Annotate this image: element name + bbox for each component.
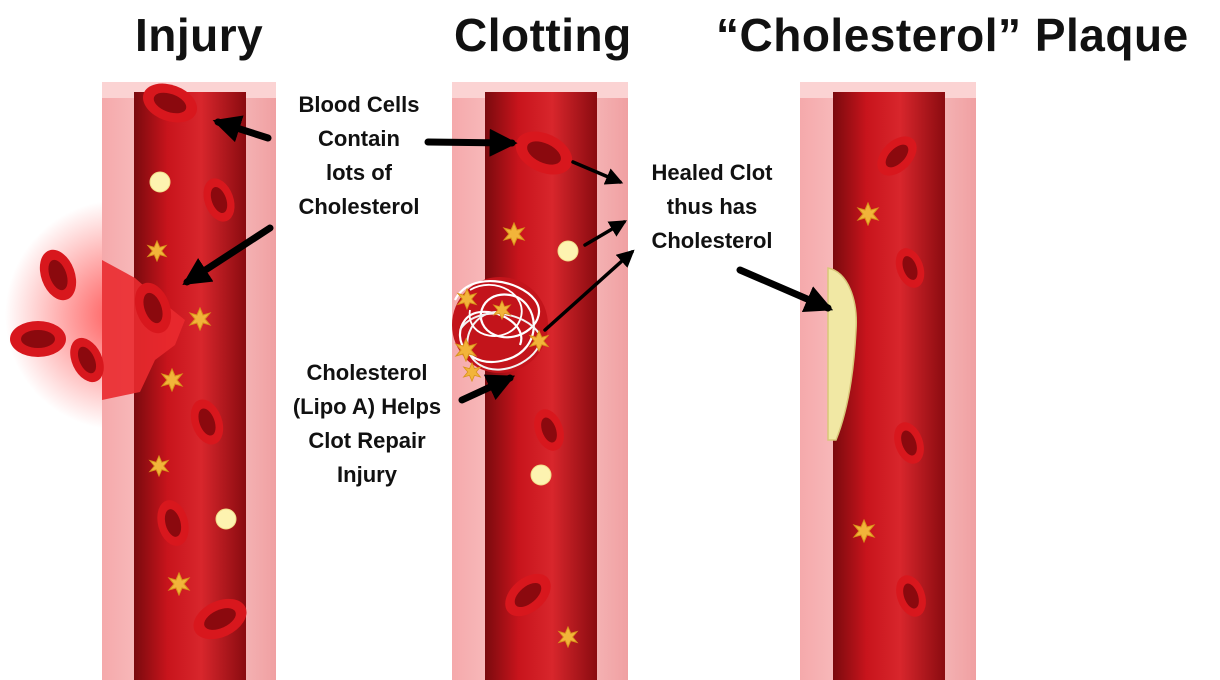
label-line: thus has — [622, 190, 802, 224]
title-injury: Injury — [135, 8, 263, 62]
label-line: Blood Cells — [274, 88, 444, 122]
label-line: Healed Clot — [622, 156, 802, 190]
title-plaque: “Cholesterol” Plaque — [716, 8, 1189, 62]
cholesterol-particle — [531, 465, 551, 485]
cholesterol-particle — [150, 172, 170, 192]
vessel-injury — [5, 82, 276, 680]
label-lipo-a: Cholesterol (Lipo A) Helps Clot Repair I… — [272, 356, 462, 492]
label-line: Cholesterol — [272, 356, 462, 390]
title-clotting: Clotting — [454, 8, 632, 62]
label-line: Injury — [272, 458, 462, 492]
label-line: lots of — [274, 156, 444, 190]
label-line: Cholesterol — [622, 224, 802, 258]
label-healed-clot: Healed Clot thus has Cholesterol — [622, 156, 802, 258]
label-line: (Lipo A) Helps — [272, 390, 462, 424]
label-blood-cells: Blood Cells Contain lots of Cholesterol — [274, 88, 444, 224]
label-line: Contain — [274, 122, 444, 156]
red-blood-cell — [10, 321, 66, 357]
label-line: Clot Repair — [272, 424, 462, 458]
cholesterol-particle — [216, 509, 236, 529]
label-line: Cholesterol — [274, 190, 444, 224]
cholesterol-particle — [558, 241, 578, 261]
